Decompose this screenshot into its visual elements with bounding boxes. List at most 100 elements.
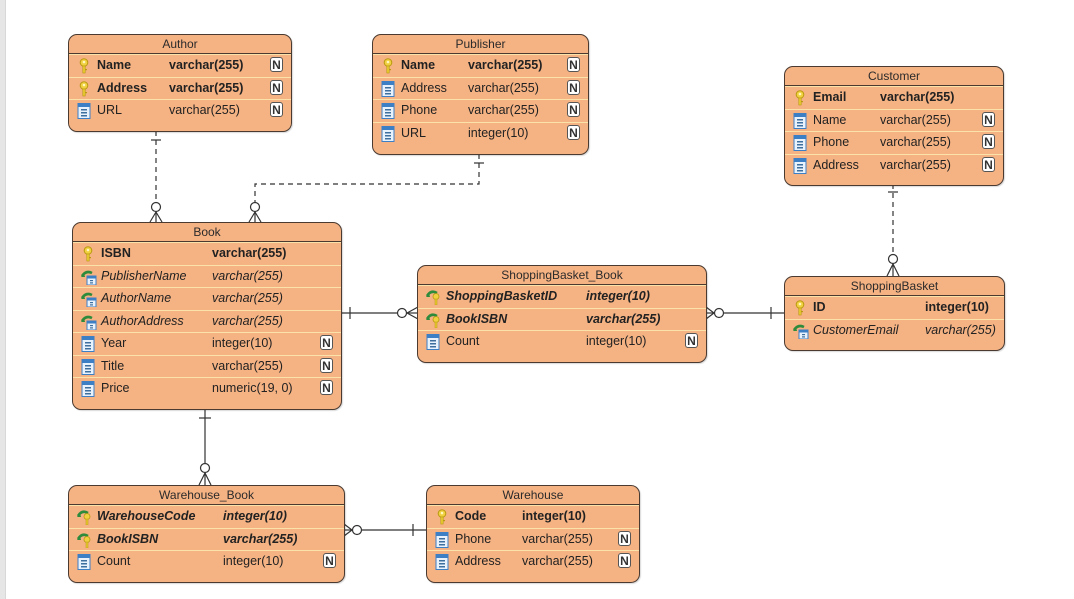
column-type: varchar(255) bbox=[212, 313, 283, 328]
column-name: URL bbox=[97, 103, 123, 117]
column-name: Year bbox=[101, 336, 127, 350]
nullable-icon: N bbox=[618, 553, 633, 569]
column-type: varchar(255) bbox=[212, 268, 283, 283]
column-type: varchar(255) bbox=[212, 246, 287, 260]
column-type: varchar(255) bbox=[880, 157, 951, 172]
column-type: integer(10) bbox=[223, 554, 284, 568]
column-name: ISBN bbox=[101, 246, 131, 260]
column-name: Phone bbox=[401, 103, 438, 117]
column-type: varchar(255) bbox=[880, 112, 951, 127]
column-icon bbox=[793, 157, 807, 174]
relationship-publisher-book[interactable] bbox=[248, 154, 484, 223]
column-type: varchar(255) bbox=[522, 554, 593, 568]
column-type: varchar(255) bbox=[522, 531, 593, 546]
nullable-icon: N bbox=[567, 124, 582, 141]
nullable-icon: N bbox=[270, 79, 285, 96]
relationship-book-shoppingbasket-book[interactable] bbox=[341, 306, 419, 320]
entity-title: Customer bbox=[785, 67, 1003, 86]
column-icon bbox=[77, 554, 91, 570]
column-icon bbox=[435, 531, 449, 548]
column-row[interactable]: Phone varchar(255) N bbox=[427, 527, 639, 551]
column-name: Price bbox=[101, 381, 130, 395]
column-type: integer(10) bbox=[223, 509, 287, 523]
nullable-icon: N bbox=[320, 335, 335, 351]
column-name: Address bbox=[455, 554, 501, 568]
relationship-customer-shoppingbasket[interactable] bbox=[886, 184, 900, 277]
column-name: Email bbox=[813, 90, 847, 104]
column-row[interactable]: Address varchar(255) N bbox=[427, 550, 639, 573]
column-name: ID bbox=[813, 300, 826, 314]
nullable-marker: N bbox=[618, 530, 631, 546]
column-name: Name bbox=[813, 112, 847, 127]
nullable-marker: N bbox=[982, 134, 995, 149]
column-name: PublisherName bbox=[101, 268, 187, 283]
column-icon bbox=[793, 135, 807, 151]
column-row[interactable]: ISBN varchar(255) bbox=[73, 242, 341, 265]
column-row[interactable]: ShoppingBasketID integer(10) bbox=[418, 285, 706, 308]
nullable-icon: N bbox=[567, 79, 582, 96]
column-name: Code bbox=[455, 509, 487, 523]
relationship-shoppingbasket-shoppingbasket-book[interactable] bbox=[705, 306, 785, 320]
column-name: Title bbox=[101, 358, 125, 373]
nullable-marker: N bbox=[567, 79, 580, 95]
column-name: Phone bbox=[455, 531, 492, 546]
column-icon bbox=[381, 80, 395, 97]
column-icon bbox=[793, 112, 807, 129]
column-type: integer(10) bbox=[586, 289, 650, 303]
primary-key-icon bbox=[435, 509, 449, 525]
foreign-key-icon bbox=[80, 269, 97, 285]
column-icon bbox=[435, 554, 449, 570]
nullable-icon: N bbox=[270, 57, 285, 73]
column-type: integer(10) bbox=[468, 125, 529, 140]
column-row[interactable]: PublisherName varchar(255) bbox=[73, 264, 341, 288]
column-type: varchar(255) bbox=[212, 358, 283, 373]
nullable-marker: N bbox=[982, 156, 995, 172]
relationship-author-book[interactable] bbox=[149, 131, 163, 223]
column-type: varchar(255) bbox=[925, 322, 996, 337]
column-type: varchar(255) bbox=[468, 58, 543, 72]
column-name: Name bbox=[401, 58, 436, 72]
nullable-marker: N bbox=[320, 380, 333, 395]
nullable-icon: N bbox=[567, 102, 582, 118]
column-type: varchar(255) bbox=[880, 135, 951, 149]
nullable-icon: N bbox=[320, 380, 335, 396]
relationship-book-warehouse-book[interactable] bbox=[198, 408, 212, 486]
column-name: ShoppingBasketID bbox=[446, 289, 558, 303]
nullable-marker: N bbox=[323, 553, 336, 568]
relationship-warehouse-warehouse-book[interactable] bbox=[343, 523, 427, 537]
primary-key-icon bbox=[81, 246, 95, 262]
